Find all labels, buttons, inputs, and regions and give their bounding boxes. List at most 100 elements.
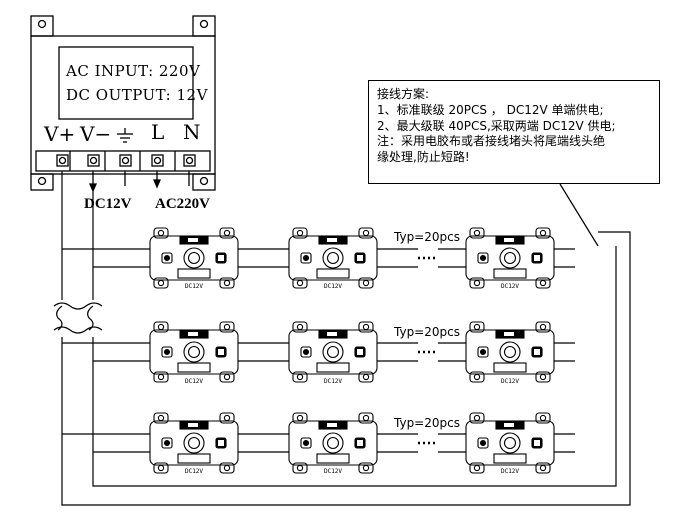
side-led — [161, 346, 173, 358]
led-lens-icon — [183, 341, 205, 363]
dc-output-label: DC OUTPUT: 12V — [66, 86, 208, 104]
screw-hole-icon — [539, 279, 547, 287]
led-lens-icon — [499, 247, 521, 269]
vminus-bus-wire — [92, 191, 617, 487]
screw-hole-icon — [473, 279, 481, 287]
module-label-plate — [177, 362, 211, 373]
led-lens-icon — [187, 436, 201, 450]
module-label-plate — [493, 453, 527, 464]
ground-icon — [117, 128, 133, 143]
screw-hole-icon — [223, 279, 231, 287]
module-lug — [153, 462, 169, 474]
module-lug — [358, 277, 374, 289]
led-lens-icon — [499, 432, 521, 454]
module-lug — [358, 321, 374, 333]
module-label: DC12V — [500, 468, 520, 475]
module-lug — [535, 227, 551, 239]
module-lug — [535, 412, 551, 424]
screw-hole-icon — [223, 229, 231, 237]
screw-hole-icon — [157, 464, 165, 472]
screw-hole-icon — [539, 323, 547, 331]
module-lug — [219, 277, 235, 289]
led-module — [149, 412, 239, 474]
module-lug — [535, 277, 551, 289]
module-lug — [219, 462, 235, 474]
screw-hole-icon — [539, 373, 547, 381]
module-lug — [292, 277, 308, 289]
screw-hole-icon — [223, 414, 231, 422]
wire-break-mark — [53, 302, 103, 334]
screw-hole-icon — [473, 323, 481, 331]
note-line-2: 2、最大级联 40PCS,采取两端 DC12V 供电; — [377, 118, 616, 133]
led-lens-icon — [503, 436, 517, 450]
module-lug — [469, 412, 485, 424]
module-lug — [535, 462, 551, 474]
module-lug — [219, 371, 235, 383]
module-lug — [292, 412, 308, 424]
module-label-plate — [316, 268, 350, 279]
row-2-typ-label: Typ=20pcs — [394, 325, 460, 339]
screw-hole-icon — [157, 279, 165, 287]
vplus-bus-wire — [61, 171, 631, 506]
screw-hole-icon — [539, 464, 547, 472]
module-label: DC12V — [500, 283, 520, 290]
module-lug — [292, 462, 308, 474]
led-lens-icon — [183, 432, 205, 454]
side-led — [161, 252, 173, 264]
module-label-plate — [177, 453, 211, 464]
module-label-plate — [493, 268, 527, 279]
module-lug — [358, 412, 374, 424]
module-lug — [292, 321, 308, 333]
led-lens-icon — [183, 247, 205, 269]
screw-hole-icon — [296, 464, 304, 472]
module-lug — [219, 227, 235, 239]
screw-hole-icon — [473, 229, 481, 237]
module-lug — [469, 462, 485, 474]
led-lens-icon — [187, 345, 201, 359]
module-label: DC12V — [323, 378, 343, 385]
module-label-plate — [316, 453, 350, 464]
led-module — [149, 227, 239, 289]
module-lug — [153, 371, 169, 383]
row-1-typ-label: Typ=20pcs — [394, 230, 460, 244]
note-line-1: 1、标准联级 20PCS ， DC12V 单端供电; — [377, 102, 604, 117]
screw-hole-icon — [473, 414, 481, 422]
led-lens-icon — [326, 251, 340, 265]
screw-hole-icon — [362, 323, 370, 331]
led-module — [288, 412, 378, 474]
terminal-label-vminus: V− — [80, 122, 112, 146]
led-module — [149, 321, 239, 383]
led-lens-icon — [187, 251, 201, 265]
row-3-typ-label: Typ=20pcs — [394, 416, 460, 430]
screw-hole-icon — [157, 414, 165, 422]
module-lug — [153, 321, 169, 333]
supply-wires — [53, 171, 631, 506]
module-label: DC12V — [500, 378, 520, 385]
screw-hole-icon — [473, 464, 481, 472]
led-lens-icon — [503, 251, 517, 265]
module-lug — [153, 227, 169, 239]
module-label: DC12V — [184, 283, 204, 290]
screw-hole-icon — [296, 229, 304, 237]
led-lens-icon — [499, 341, 521, 363]
module-label-plate — [493, 362, 527, 373]
ac220v-tag: AC220V — [155, 196, 210, 212]
led-lens-icon — [322, 432, 344, 454]
side-led — [161, 437, 173, 449]
screw-hole-icon — [223, 323, 231, 331]
led-module — [465, 412, 555, 474]
screw-hole-icon — [157, 373, 165, 381]
led-lens-icon — [322, 341, 344, 363]
screw-hole-icon — [296, 323, 304, 331]
led-module — [288, 227, 378, 289]
side-led — [477, 437, 489, 449]
led-lens-icon — [322, 247, 344, 269]
module-lug — [535, 371, 551, 383]
terminal-label-n: N — [183, 120, 201, 144]
screw-hole-icon — [223, 464, 231, 472]
power-supply — [30, 15, 216, 193]
module-label: DC12V — [184, 378, 204, 385]
module-lug — [292, 227, 308, 239]
module-lug — [469, 321, 485, 333]
